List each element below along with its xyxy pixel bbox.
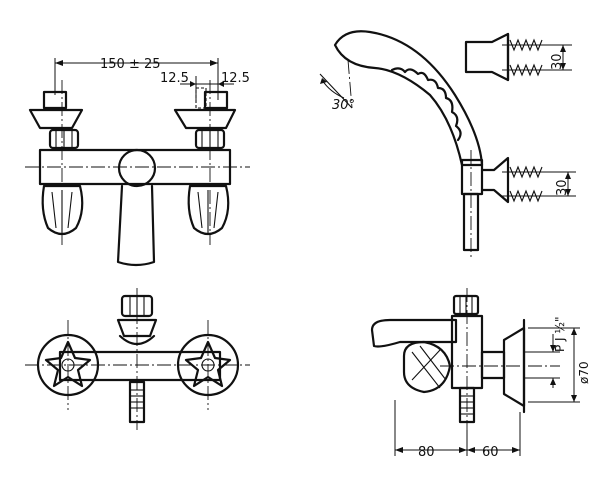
- side-handle: [402, 340, 452, 394]
- side-spout: [370, 318, 458, 348]
- spacing-label: 150 ± 25: [100, 57, 161, 72]
- angle-label: 30°: [332, 98, 355, 113]
- front-view: [25, 58, 250, 267]
- center-diverter: [117, 148, 157, 188]
- wall-depth-label: 60: [482, 445, 499, 460]
- spout: [116, 184, 156, 267]
- top-view: [25, 288, 250, 430]
- side-flange: [502, 326, 526, 408]
- top-body: [58, 350, 222, 382]
- left-valve-stem: [42, 90, 68, 110]
- right-handle: [187, 184, 230, 236]
- right-valve-stem: [203, 90, 229, 110]
- right-valve-cap: [173, 108, 237, 130]
- left-handle: [41, 184, 84, 236]
- lower-holder-height-label: 30: [555, 179, 570, 196]
- left-valve-cap: [28, 108, 84, 130]
- upper-holder-height-label: 30: [550, 53, 565, 70]
- side-view: P J ½" ø70: [370, 288, 591, 456]
- spout-length-label: 80: [418, 445, 435, 460]
- hand-shower: [333, 30, 484, 167]
- offset-left-label: 12.5: [160, 71, 189, 86]
- hand-shower-view: 30°: [319, 30, 576, 258]
- offset-right-label: 12.5: [221, 71, 250, 86]
- upper-wall-holder: [464, 32, 510, 82]
- thread-label: P J ½": [553, 316, 567, 352]
- flange-diameter-label: ø70: [577, 361, 591, 384]
